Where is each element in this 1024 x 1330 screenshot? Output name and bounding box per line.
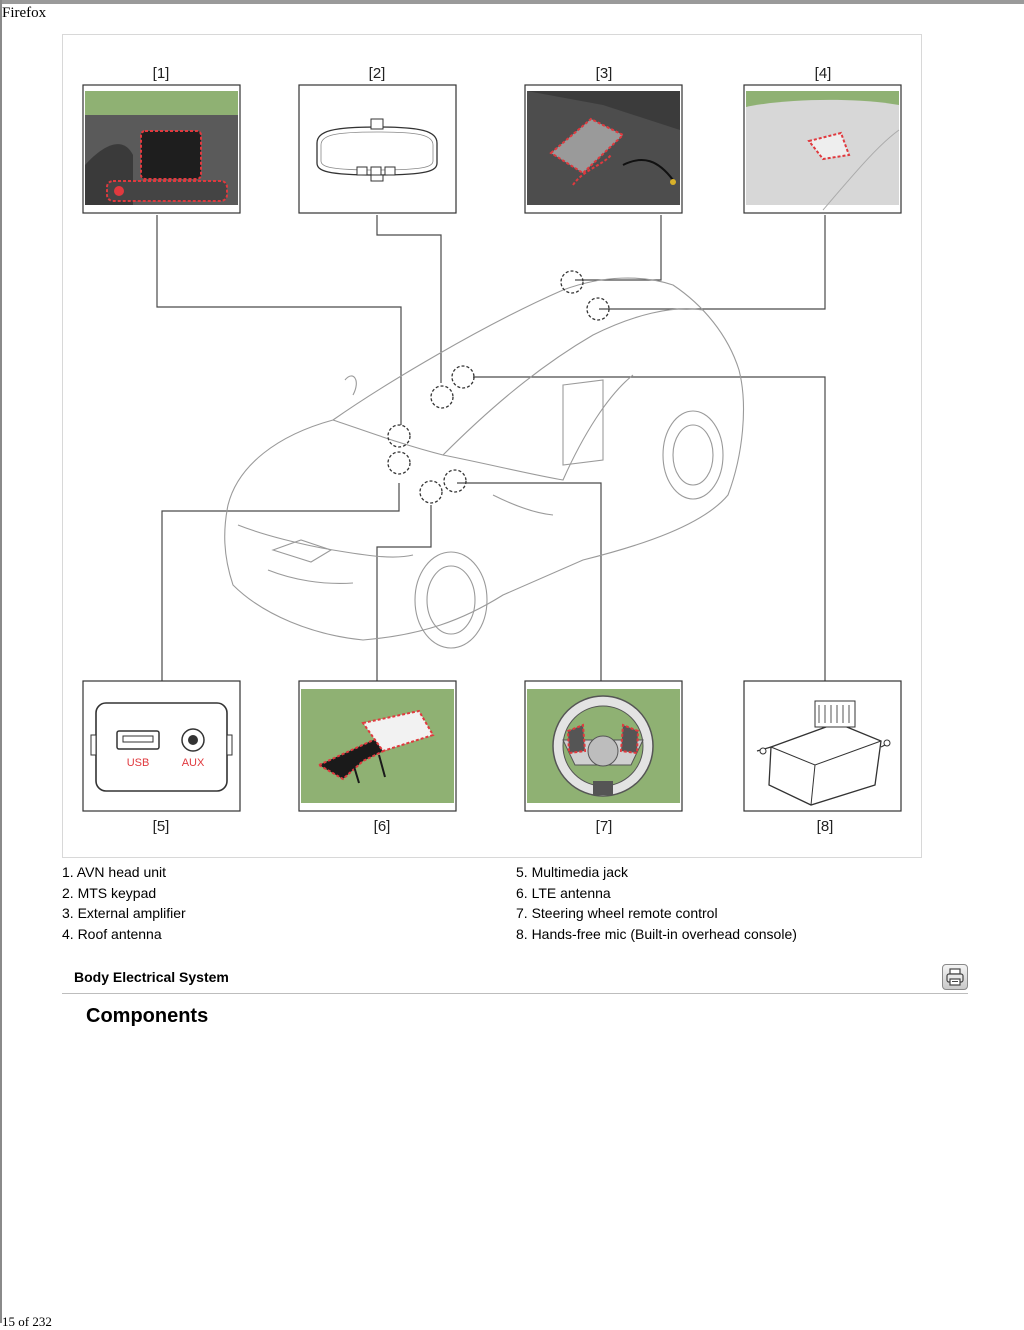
- callout-label: [8]: [817, 818, 834, 835]
- roof-antenna-image: [743, 84, 902, 214]
- legend-item: 2. MTS keypad: [62, 884, 157, 901]
- legend-item: 4. Roof antenna: [62, 926, 162, 943]
- hands-free-mic-image: [743, 680, 902, 812]
- browser-label: Firefox: [2, 5, 47, 21]
- components-diagram: USB AUX: [82, 65, 902, 835]
- section-title: Body Electrical System: [74, 969, 229, 985]
- legend-item: 1. AVN head unit: [62, 864, 167, 880]
- mts-keypad-image: [298, 84, 457, 214]
- callout-label: [4]: [815, 65, 832, 82]
- external-amplifier-image: [524, 84, 683, 214]
- steering-wheel-remote-image: [524, 680, 683, 812]
- location-markers: [387, 270, 610, 504]
- legend-item: 5. Multimedia jack: [516, 864, 629, 880]
- lte-antenna-image: [298, 680, 457, 812]
- multimedia-jack-image: USB AUX: [82, 680, 241, 812]
- car-outline: [224, 277, 745, 649]
- legend-right: 5. Multimedia jack 6. LTE antenna 7. Ste…: [516, 862, 797, 945]
- callout-labels: [1] [2] [3] [4] [5] [6] [7] [8]: [153, 65, 834, 835]
- page-counter: 15 of 232: [2, 1314, 52, 1329]
- callout-label: [7]: [596, 818, 613, 835]
- aux-label: AUX: [182, 757, 205, 769]
- callout-label: [5]: [153, 818, 170, 835]
- section-divider: [62, 993, 968, 994]
- legend-item: 3. External amplifier: [62, 905, 186, 922]
- legend-item: 6. LTE antenna: [516, 884, 611, 901]
- avn-head-unit-image: [82, 84, 241, 214]
- legend-item: 7. Steering wheel remote control: [516, 905, 718, 922]
- callout-label: [1]: [153, 65, 170, 82]
- window-top-border: [0, 0, 1024, 4]
- window-left-border: [0, 0, 2, 1323]
- legend-item: 8. Hands-free mic (Built-in overhead con…: [516, 926, 797, 943]
- callout-label: [6]: [374, 818, 391, 835]
- legend-left: 1. AVN head unit 2. MTS keypad 3. Extern…: [62, 862, 186, 945]
- leader-lines: [156, 215, 826, 681]
- usb-label: USB: [127, 757, 150, 769]
- callout-label: [3]: [596, 65, 613, 82]
- callout-label: [2]: [369, 65, 386, 82]
- page-title: Components: [86, 1005, 209, 1027]
- components-figure: USB AUX: [62, 34, 922, 858]
- print-button[interactable]: [942, 964, 968, 990]
- printer-icon: [946, 968, 964, 986]
